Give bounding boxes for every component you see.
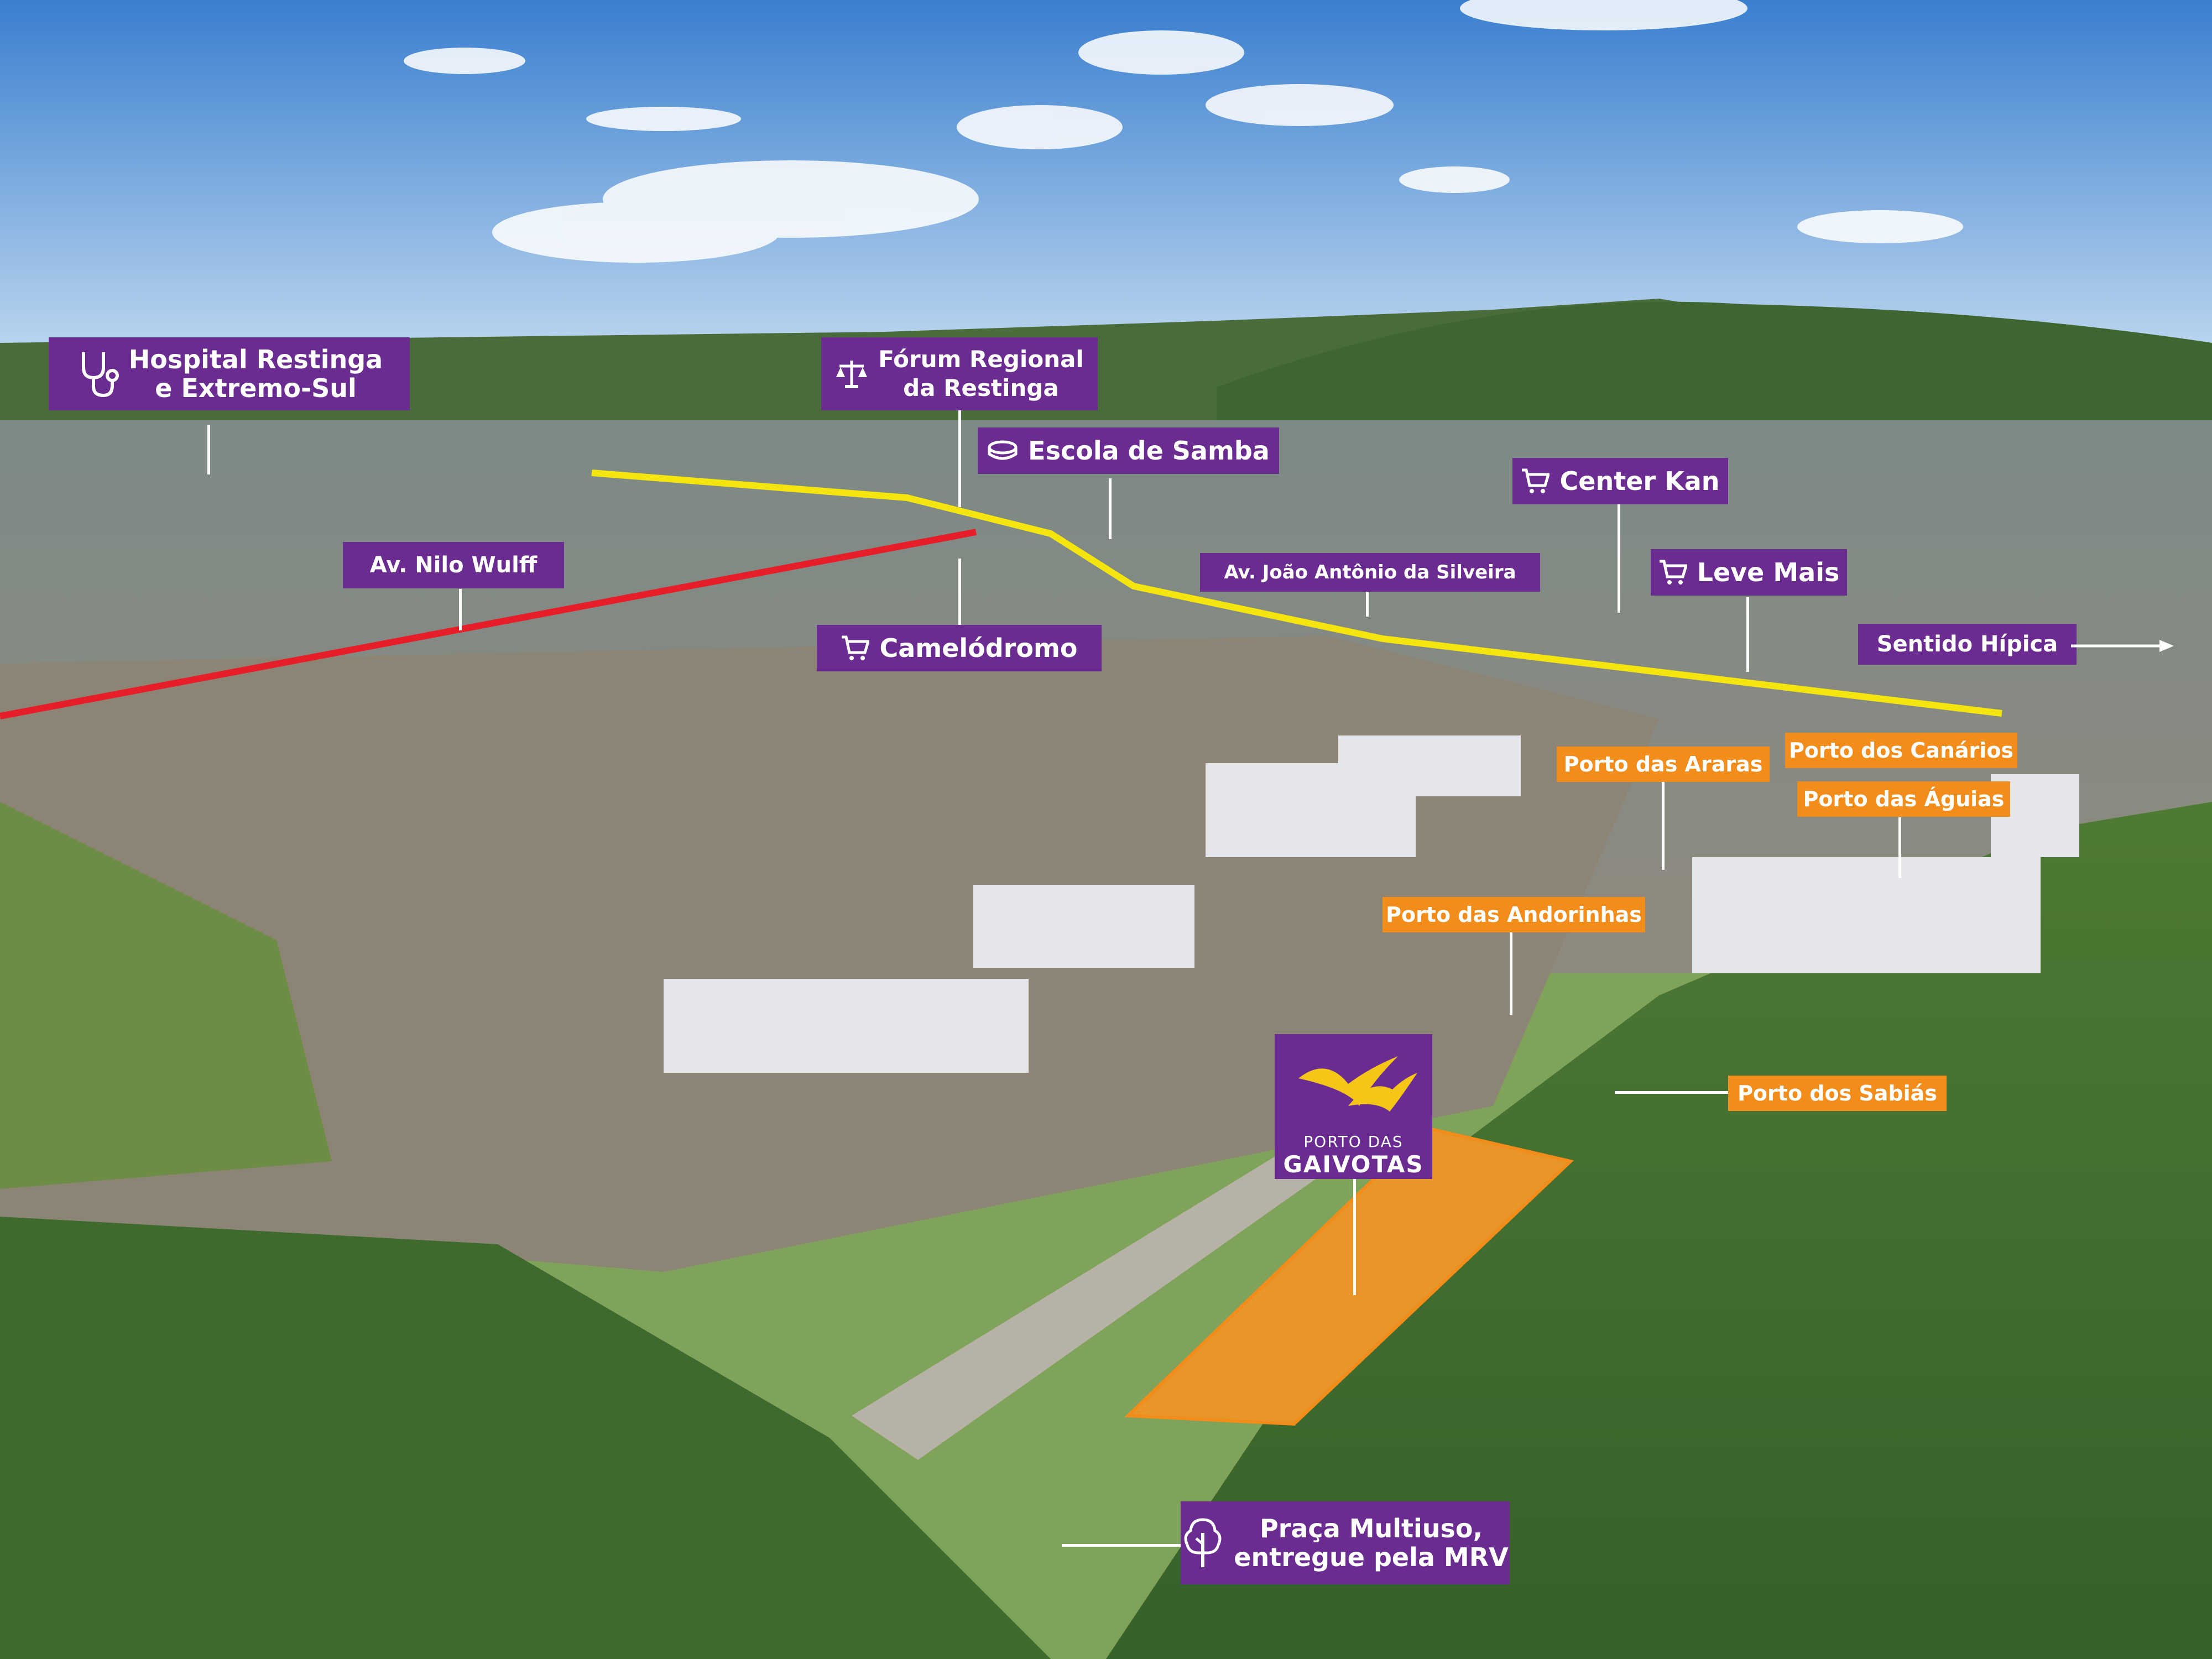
av-joao-text: Av. João Antônio da Silveira: [1224, 561, 1516, 583]
leader-aguias: [1898, 817, 1901, 878]
leader-hospital: [207, 425, 210, 474]
arrow-right-icon: [2071, 640, 2174, 652]
center-kan-text: Center Kan: [1559, 466, 1720, 496]
praca-line1: Praça Multiuso,: [1259, 1514, 1483, 1543]
sentido-hipica-text: Sentido Hípica: [1876, 632, 2058, 657]
praca-line2: entregue pela MRV: [1234, 1542, 1509, 1572]
leader-escola: [1109, 478, 1112, 539]
route-nilo-wulff: [0, 529, 977, 719]
logo-line2: GAIVOTAS: [1283, 1151, 1424, 1178]
label-porto-araras: Porto das Araras: [1557, 747, 1770, 782]
porto-araras-text: Porto das Araras: [1563, 752, 1763, 776]
porto-aguias-text: Porto das Águias: [1803, 787, 2005, 811]
leader-center-kan: [1618, 502, 1620, 613]
seagulls-icon: [1298, 1056, 1417, 1112]
leader-andorinhas: [1510, 932, 1512, 1015]
clouds: [404, 0, 1963, 263]
leader-camelodromo: [958, 559, 961, 625]
label-porto-aguias: Porto das Águias: [1797, 781, 2010, 817]
leader-gaivotas: [1353, 1179, 1356, 1295]
leader-nilo: [459, 589, 462, 630]
label-escola-samba: Escola de Samba: [978, 427, 1279, 474]
logo-line1: PORTO DAS: [1303, 1133, 1404, 1151]
label-porto-canarios: Porto dos Canários: [1785, 733, 2017, 768]
plot-gaivotas: [1124, 1126, 1574, 1426]
cart-icon: [841, 635, 870, 661]
label-center-kan: Center Kan: [1512, 458, 1728, 504]
leader-forum: [958, 408, 961, 507]
leader-leve-mais: [1746, 597, 1749, 672]
camelodromo-text: Camelódromo: [879, 633, 1078, 663]
label-praca: Praça Multiuso,entregue pela MRV: [1181, 1501, 1510, 1584]
leader-praca: [1062, 1544, 1181, 1547]
porto-andorinhas-text: Porto das Andorinhas: [1386, 902, 1642, 927]
green-field: [0, 802, 332, 1189]
label-av-joao-antonio: Av. João Antônio da Silveira: [1200, 553, 1540, 592]
cart-icon: [1658, 559, 1687, 586]
porto-sabias-text: Porto dos Sabiás: [1738, 1081, 1937, 1105]
label-leve-mais: Leve Mais: [1651, 549, 1847, 596]
label-camelodromo: Camelódromo: [817, 625, 1102, 671]
leader-sabias: [1615, 1091, 1736, 1094]
stethoscope-icon: [76, 349, 119, 399]
porto-das-gaivotas-logo: PORTO DAS GAIVOTAS: [1275, 1034, 1432, 1179]
leader-joao: [1366, 592, 1369, 617]
forest-left: [0, 1217, 1051, 1659]
hospital-line2: e Extremo-Sul: [155, 373, 357, 403]
label-porto-sabias: Porto dos Sabiás: [1728, 1076, 1947, 1111]
leader-araras: [1662, 781, 1665, 870]
forest-right: [1106, 802, 2212, 1659]
tree-icon: [1182, 1516, 1224, 1569]
forum-line2: da Restinga: [903, 374, 1059, 401]
cart-icon: [1521, 468, 1550, 494]
label-sentido-hipica: Sentido Hípica: [1858, 624, 2077, 665]
escola-samba-text: Escola de Samba: [1028, 436, 1270, 466]
av-nilo-text: Av. Nilo Wulff: [369, 552, 538, 578]
hospital-line1: Hospital Restinga: [128, 345, 383, 374]
label-av-nilo-wulff: Av. Nilo Wulff: [343, 542, 564, 588]
label-porto-andorinhas: Porto das Andorinhas: [1383, 897, 1645, 932]
porto-canarios-text: Porto dos Canários: [1788, 738, 2014, 763]
tambourine-icon: [987, 439, 1018, 463]
forum-line1: Fórum Regional: [878, 346, 1084, 373]
leve-mais-text: Leve Mais: [1697, 557, 1840, 587]
scales-icon: [835, 357, 868, 390]
route-joao-antonio: [591, 469, 2002, 717]
